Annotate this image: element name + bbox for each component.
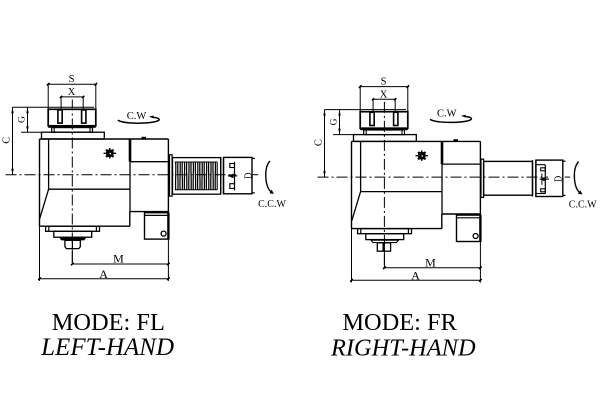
svg-text:D: D bbox=[554, 175, 565, 182]
svg-text:C.C.W: C.C.W bbox=[258, 199, 286, 210]
svg-text:C.W: C.W bbox=[437, 108, 457, 119]
svg-text:MODE: FL: MODE: FL bbox=[52, 309, 165, 336]
svg-text:S: S bbox=[381, 77, 387, 88]
svg-text:RIGHT-HAND: RIGHT-HAND bbox=[330, 335, 476, 362]
svg-text:M: M bbox=[425, 255, 436, 269]
svg-text:A: A bbox=[99, 267, 108, 281]
svg-text:C: C bbox=[2, 137, 13, 144]
svg-text:C: C bbox=[314, 139, 325, 146]
svg-text:G: G bbox=[330, 118, 340, 125]
svg-text:MODE: FR: MODE: FR bbox=[342, 309, 457, 336]
svg-text:S: S bbox=[69, 74, 75, 85]
svg-text:LEFT-HAND: LEFT-HAND bbox=[40, 334, 174, 361]
svg-text:X: X bbox=[380, 90, 388, 101]
svg-text:X: X bbox=[68, 87, 76, 98]
svg-text:C.C.W: C.C.W bbox=[569, 200, 597, 211]
svg-text:G: G bbox=[18, 116, 28, 123]
svg-text:A: A bbox=[411, 268, 420, 282]
svg-text:M: M bbox=[113, 252, 124, 266]
svg-text:D: D bbox=[244, 172, 255, 179]
svg-text:C.W: C.W bbox=[127, 111, 147, 122]
